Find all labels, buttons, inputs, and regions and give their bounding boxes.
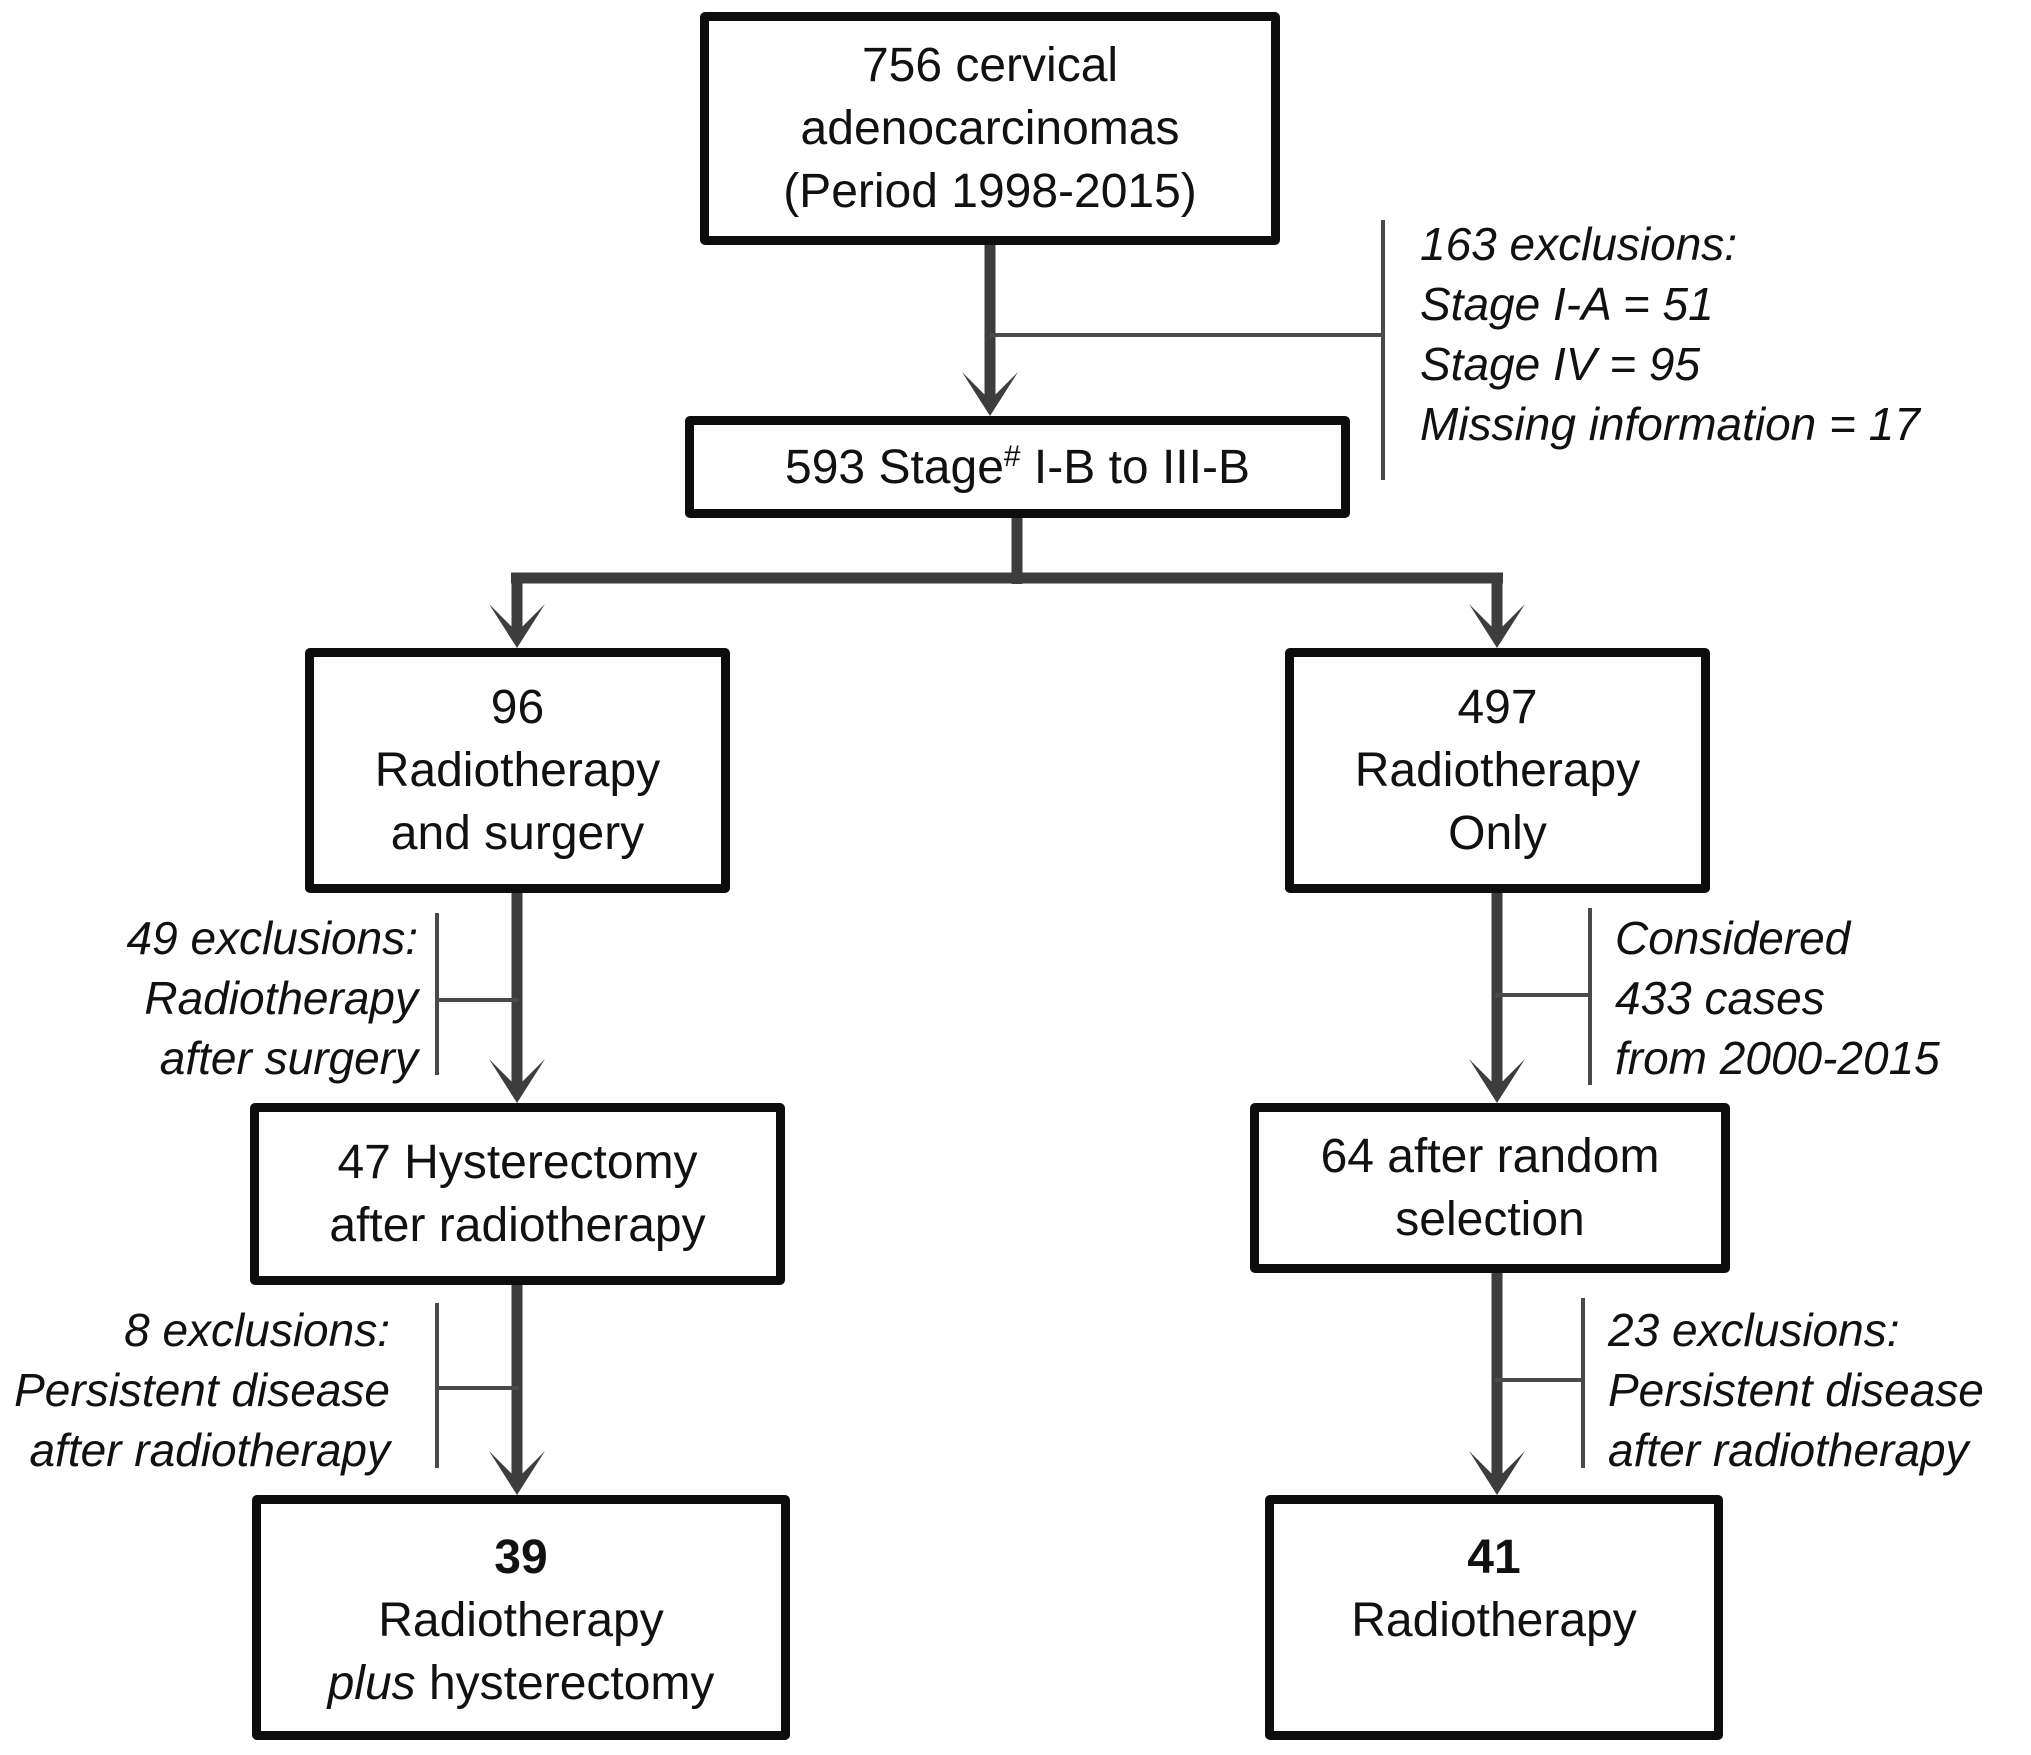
- stage-text-suffix: I-B to III-B: [1020, 440, 1250, 494]
- arrow-47-to-39: [489, 1283, 545, 1495]
- box-text-line: 64 after random: [1320, 1130, 1660, 1183]
- box-count: 41: [1467, 1531, 1521, 1584]
- box-text-line: 497: [1457, 681, 1538, 734]
- annotation-line: Considered: [1615, 912, 1851, 964]
- box-random-selection: 64 after random selection: [1250, 1103, 1730, 1273]
- annotation-line: from 2000-2015: [1615, 1032, 1940, 1084]
- box-text-line: 96: [490, 681, 545, 734]
- annotation-line: Stage I-A = 51: [1420, 278, 1714, 330]
- annotation-exclusions-8: 8 exclusions: Persistent disease after r…: [10, 1300, 390, 1480]
- annotation-line: 433 cases: [1615, 972, 1825, 1024]
- box-text-line: Radiotherapy: [378, 1594, 664, 1647]
- box-text-line: Radiotherapy: [374, 744, 661, 797]
- box-text-line: Only: [1448, 807, 1547, 860]
- box-count: 39: [494, 1531, 548, 1584]
- annotation-line: Persistent disease: [14, 1364, 390, 1416]
- annotation-considered-433: Considered 433 cases from 2000-2015: [1615, 908, 1940, 1088]
- box-text-line: adenocarcinomas: [800, 102, 1180, 155]
- box-text-line: 756 cervical: [861, 39, 1119, 92]
- annotation-exclusions-49: 49 exclusions: Radiotherapy after surger…: [40, 908, 419, 1088]
- box-text-line: selection: [1395, 1193, 1585, 1246]
- box-final-radiotherapy-plus-hysterectomy: 39 Radiotherapy plus hysterectomy: [252, 1495, 790, 1740]
- box-text-line: Radiotherapy: [1354, 744, 1641, 797]
- line-rest: hysterectomy: [415, 1657, 715, 1710]
- plus-italic: plus: [327, 1657, 416, 1710]
- box-text-line: 47 Hysterectomy: [337, 1136, 698, 1189]
- branch-stage-to-arms: [489, 514, 1525, 648]
- arrow-497-to-64: [1469, 891, 1525, 1103]
- annotation-line: Persistent disease: [1608, 1364, 1984, 1416]
- annotation-line: after radiotherapy: [29, 1424, 390, 1476]
- box-radiotherapy-only: 497 Radiotherapy Only: [1285, 648, 1710, 893]
- box-hysterectomy-after-radiotherapy: 47 Hysterectomy after radiotherapy: [250, 1103, 785, 1285]
- annotation-line: 49 exclusions:: [126, 912, 419, 964]
- annotation-line: Missing information = 17: [1420, 398, 1920, 450]
- arrow-64-to-41: [1469, 1271, 1525, 1495]
- annotation-exclusions-23: 23 exclusions: Persistent disease after …: [1608, 1300, 1984, 1480]
- box-text-line: 593 Stage# I-B to III-B: [785, 436, 1250, 499]
- arrow-96-to-47: [489, 891, 545, 1103]
- box-text-line: after radiotherapy: [329, 1199, 706, 1252]
- annotation-line: Radiotherapy: [144, 972, 418, 1024]
- connector-exclusions-23: [1495, 1298, 1585, 1468]
- annotation-line: 8 exclusions:: [124, 1304, 390, 1356]
- box-text-line: and surgery: [390, 807, 645, 860]
- box-radiotherapy-and-surgery: 96 Radiotherapy and surgery: [305, 648, 730, 893]
- stage-text: 593 Stage: [785, 440, 1004, 494]
- box-text-line: Radiotherapy: [1351, 1594, 1637, 1647]
- box-total-cohort: 756 cervical adenocarcinomas (Period 199…: [700, 12, 1280, 245]
- annotation-line: after surgery: [159, 1032, 418, 1084]
- box-stage-selection: 593 Stage# I-B to III-B: [685, 416, 1350, 518]
- box-text-line: plus hysterectomy: [328, 1652, 715, 1715]
- stage-superscript: #: [1003, 439, 1021, 473]
- connector-exclusions-8: [435, 1303, 519, 1468]
- annotation-exclusions-163: 163 exclusions: Stage I-A = 51 Stage IV …: [1420, 214, 1920, 454]
- annotation-line: after radiotherapy: [1608, 1424, 1969, 1476]
- box-text-line: (Period 1998-2015): [783, 165, 1197, 218]
- annotation-line: 163 exclusions:: [1420, 218, 1738, 270]
- annotation-line: 23 exclusions:: [1608, 1304, 1900, 1356]
- connector-considered-433: [1495, 908, 1592, 1085]
- box-final-radiotherapy: 41 Radiotherapy: [1265, 1495, 1723, 1740]
- arrow-total-to-stage: [962, 243, 1018, 416]
- connector-exclusions-49: [435, 913, 519, 1075]
- annotation-line: Stage IV = 95: [1420, 338, 1701, 390]
